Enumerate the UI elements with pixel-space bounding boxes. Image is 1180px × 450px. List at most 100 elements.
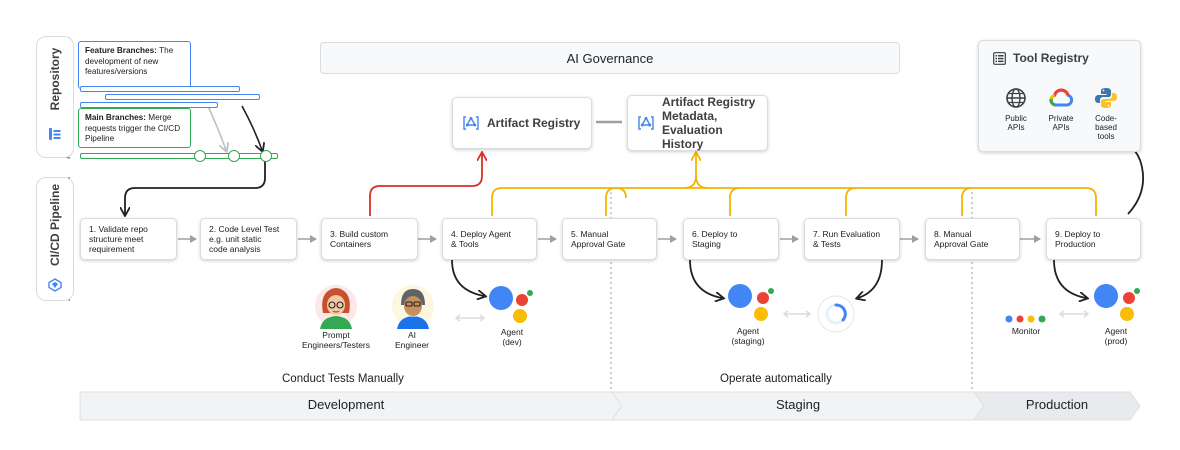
lane-repository: Repository [36,36,74,158]
step-8-line-1: 8. Manual [934,229,972,239]
artifact-metadata-line-3: Evaluation History [662,123,723,151]
main-branches-title: Main Branches: [85,113,149,122]
step-2-line-2: e.g. unit static [209,234,262,244]
metadata-bus [491,187,1097,216]
artifact-metadata-line-1: Artifact Registry [662,95,756,109]
artifact-metadata-line-2: Metadata, [662,109,718,123]
assistant-agent-dev-icon [489,286,533,323]
tool-private-apis-line-2: APIs [1052,123,1070,132]
step-2-line-1: 2. Code Level Test [209,224,280,234]
main-branch-bar [80,153,278,159]
agent-prod-line-1: Agent [1104,326,1128,336]
artifact-metadata-card: Artifact Registry Metadata, Evaluation H… [627,95,768,151]
commit-node-2 [228,150,240,162]
phase-production-label: Production [1025,397,1089,412]
feature-branch-bar-1 [80,86,240,92]
agent-dev-line-1: Agent [500,327,524,337]
metadata-bus-drop-6 [729,187,741,216]
step-1-line-3: requirement [89,244,135,254]
feature-branches-text: The development of new features/versions [85,46,174,76]
artifact-registry-icon [463,116,479,130]
step-7-line-1: 7. Run Evaluation [813,229,881,239]
prompt-engineer-avatar [315,285,357,329]
agent-staging-line-1: Agent [736,326,760,336]
artifact-registry-icon [638,116,654,130]
step-4-line-2: & Tools [451,239,479,249]
build-to-registry-arrow [369,154,482,216]
assistant-agent-prod-icon [1094,284,1140,321]
metadata-bus-drop-5 [605,187,627,216]
feature-branches-title: Feature Branches: [85,46,160,55]
step-run-evaluation: 7. Run Evaluation& Tests [804,218,900,260]
artifact-registry-label: Artifact Registry [487,116,581,130]
eval-arrow [858,259,883,298]
metadata-up-arrow [683,154,696,189]
repository-icon [49,128,61,140]
step-deploy-agent-tools: 4. Deploy Agent& Tools [442,218,537,260]
phase-staging-label: Staging [775,397,821,412]
prompt-engineers-label: Prompt Engineers/Testers [296,330,376,350]
tool-code-based-line-2: based [1095,123,1117,132]
prompt-engineers-line-2: Engineers/Testers [301,339,371,350]
ai-engineer-line-2: Engineer [394,339,430,350]
feature-branch-bar-2 [105,94,260,100]
step-9-line-1: 9. Deploy to [1055,229,1101,239]
step-3-line-1: 3. Build custom [330,229,389,239]
evaluation-loading-icon [817,295,855,333]
ai-governance-bar: AI Governance [320,42,900,74]
trigger-arrow [125,160,266,214]
monitor-dots-icon [1005,315,1046,323]
ai-engineer-label: AI Engineer [382,330,442,350]
list-icon [993,51,1006,65]
commit-node-1 [194,150,206,162]
assistant-agent-staging-icon [728,284,774,321]
agent-dev-line-2: (dev) [502,336,522,347]
ai-engineer-avatar [392,285,434,329]
agent-prod-label: Agent (prod) [1091,326,1141,346]
ai-engineer-line-1: AI [407,330,417,340]
feature-branch-bar-3 [80,102,218,108]
caption-manual-tests: Conduct Tests Manually [282,373,404,385]
exchange-arrows [454,310,1090,322]
artifact-registry-card: Artifact Registry [452,97,592,149]
lane-repository-label: Repository [48,47,62,111]
step-5-line-2: Approval Gate [571,239,626,249]
step-8-line-2: Approval Gate [934,239,989,249]
tool-code-based-line-3: tools [1097,132,1115,141]
deploy-dev-arrow [451,259,484,296]
step-2-line-3: code analysis [209,244,261,254]
prompt-engineers-line-1: Prompt [322,330,350,340]
commit-node-3 [260,150,272,162]
main-branches-text: Merge requests trigger the CI/CD Pipelin… [85,113,181,143]
metadata-bus-drop-7 [845,187,857,216]
step-3-line-2: Containers [330,239,372,249]
prod-to-tools-arrow [1128,144,1144,215]
step-1-line-1: 1. Validate repo [89,224,148,234]
tool-private-apis-line-1: Private [1048,114,1074,123]
lane-cicd: CI/CD Pipeline [36,177,74,301]
tool-code-based: Code- based tools [1086,87,1126,141]
step-9-line-2: Production [1055,239,1096,249]
metadata-bus-drop-8 [961,187,973,216]
agent-dev-label: Agent (dev) [492,327,532,347]
merge-arrow-black [241,105,262,150]
step-6-line-2: Staging [692,239,721,249]
step-1-line-2: structure meet [89,234,144,244]
merge-arrow-grey [207,105,226,150]
deploy-prod-arrow [1053,259,1086,298]
agent-staging-line-2: (staging) [731,335,765,346]
tool-public-apis: Public APIs [996,87,1036,132]
google-cloud-icon [1049,88,1074,107]
tool-public-apis-line-2: APIs [1007,123,1025,132]
python-icon [1095,88,1117,108]
main-branches-note: Main Branches: Merge requests trigger th… [78,108,191,148]
tool-registry-header: Tool Registry [993,51,1089,65]
tool-registry-card: Tool Registry Public APIs Private APIs C… [978,40,1141,152]
